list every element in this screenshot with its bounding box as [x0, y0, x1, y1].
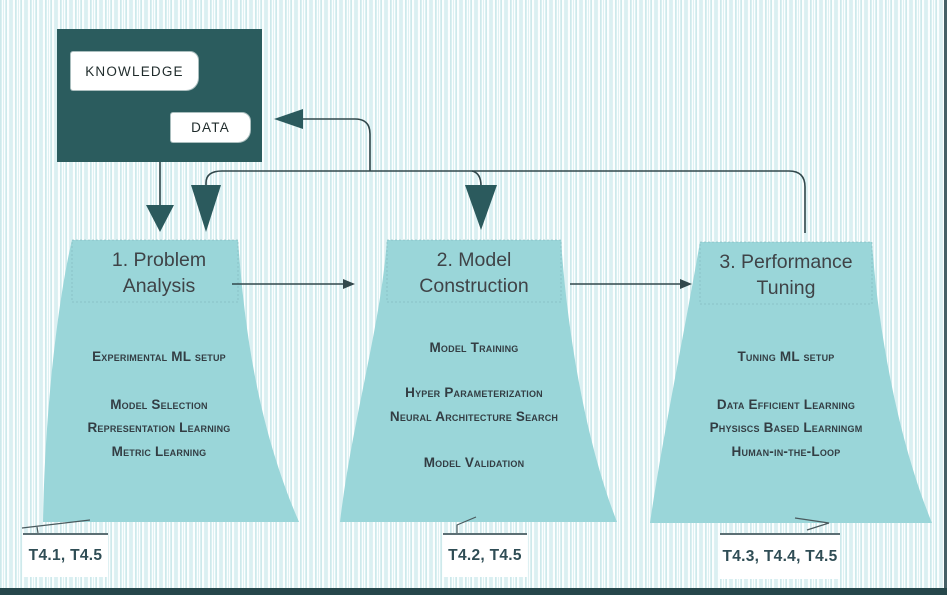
funnel3-title-line1: 3. Performance [719, 251, 853, 273]
model-construction-funnel-shape [340, 240, 617, 522]
funnel1-item-1: Experimental ML setup [92, 349, 226, 364]
funnel1-item-2: Model Selection [110, 397, 208, 412]
funnel2-title: 2. Model Construction [374, 247, 574, 299]
performance-tuning-funnel-shape [650, 242, 932, 523]
tag-label: T4.2, T4.5 [448, 547, 522, 564]
funnel2-title-line1: 2. Model [436, 249, 512, 271]
tag-label: T4.3, T4.4, T4.5 [722, 548, 838, 565]
funnel1-title-line1: 1. Problem [111, 249, 207, 271]
tag-box-performance-tuning: T4.3, T4.4, T4.5 [720, 533, 840, 579]
funnel2-item-2: Hyper Parameterization [405, 385, 543, 400]
funnel3-item-4: Human-in-the-Loop [731, 444, 841, 459]
funnel3-title: 3. Performance Tuning [686, 249, 886, 301]
tag-box-problem-analysis: T4.1, T4.5 [23, 533, 108, 577]
tag-label: T4.1, T4.5 [28, 547, 103, 564]
problem-to-model-arrow [232, 279, 355, 289]
funnel2-title-line2: Construction [419, 275, 529, 297]
frame-bottom-border [0, 588, 947, 595]
knowledge-label: KNOWLEDGE [85, 63, 184, 79]
knowledge-chip: KNOWLEDGE [71, 52, 198, 90]
loop-arrowhead-into-problem-funnel [191, 185, 221, 232]
funnel2-item-1: Model Training [429, 340, 519, 355]
funnel1-item-4: Metric Learning [111, 444, 207, 459]
funnel1-title-line2: Analysis [122, 275, 196, 297]
loop-arrowhead-into-model-funnel [465, 185, 497, 230]
funnel2-item-4: Model Validation [423, 455, 525, 470]
data-chip: DATA [171, 113, 250, 142]
loop-arrowhead-into-data [274, 109, 303, 129]
data-label: DATA [191, 120, 230, 135]
title-placeholder-dotted-borders [71, 239, 873, 305]
funnel3-item-1: Tuning ML setup [737, 349, 835, 364]
funnel1-title: 1. Problem Analysis [59, 247, 259, 299]
funnel3-item-2: Data Efficient Learning [716, 397, 856, 412]
funnel1-item-3: Representation Learning [87, 420, 231, 435]
funnel3-item-3: Physiscs Based Learningm [709, 420, 863, 435]
funnel2-item-3: Neural Architecture Search [389, 409, 559, 424]
knowledge-to-problem-arrow [146, 162, 174, 232]
tag-leader-lines [21, 516, 830, 534]
tag-box-model-construction: T4.2, T4.5 [443, 533, 527, 577]
knowledge-data-box: KNOWLEDGE DATA [57, 29, 262, 162]
problem-analysis-funnel-shape [43, 240, 299, 522]
funnel3-title-line2: Tuning [756, 277, 816, 299]
model-to-performance-arrow [570, 279, 692, 289]
feedback-loop-line [205, 118, 806, 233]
frame-right-border [944, 0, 947, 595]
